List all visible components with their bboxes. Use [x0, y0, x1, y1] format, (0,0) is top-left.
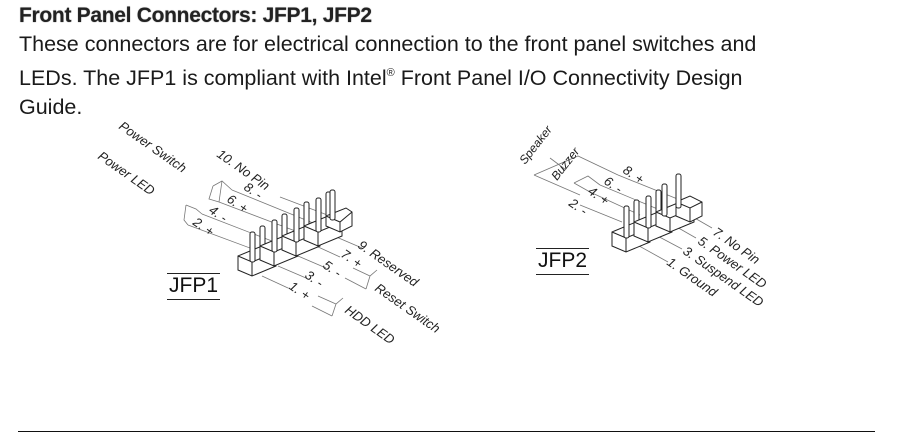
jfp2-group-buzzer: Buzzer — [548, 144, 583, 183]
description-line-2a: LEDs. The JFP1 is compliant with Intel — [19, 66, 387, 90]
registered-mark: ® — [386, 67, 395, 79]
description-line-2b: Front Panel I/O Connectivity Design — [394, 66, 743, 90]
jfp1-leader-lines — [183, 180, 378, 317]
section-description: These connectors are for electrical conn… — [19, 30, 873, 122]
jfp1-group-hdd-led: HDD LED — [342, 302, 397, 347]
jfp2-labels: Speaker Buzzer 8. + 6. - 4. + 2. - 7. No… — [516, 122, 769, 310]
jfp1-labels: Power Switch Power LED 10. No Pin 8. - 6… — [95, 118, 443, 347]
jfp1-group-power-led: Power LED — [95, 148, 157, 198]
jfp1-pin-block — [325, 189, 353, 233]
jfp2-pin-2: 2. - — [565, 195, 590, 219]
jfp2-group-speaker: Speaker — [516, 122, 555, 167]
jfp2-header — [611, 173, 703, 253]
jfp1-header — [237, 189, 353, 277]
section-title: Front Panel Connectors: JFP1, JFP2 — [19, 4, 372, 27]
jfp2-pin-block — [675, 173, 703, 223]
jfp2-label: JFP2 — [536, 248, 590, 275]
jfp1-pin-9: 9. Reserved — [355, 237, 422, 290]
jfp1-pin-10: 10. No Pin — [214, 146, 272, 193]
description-line-1: These connectors are for electrical conn… — [19, 32, 757, 56]
jfp1-label: JFP1 — [167, 273, 221, 300]
bottom-divider — [18, 431, 875, 432]
description-line-3: Guide. — [19, 95, 83, 119]
